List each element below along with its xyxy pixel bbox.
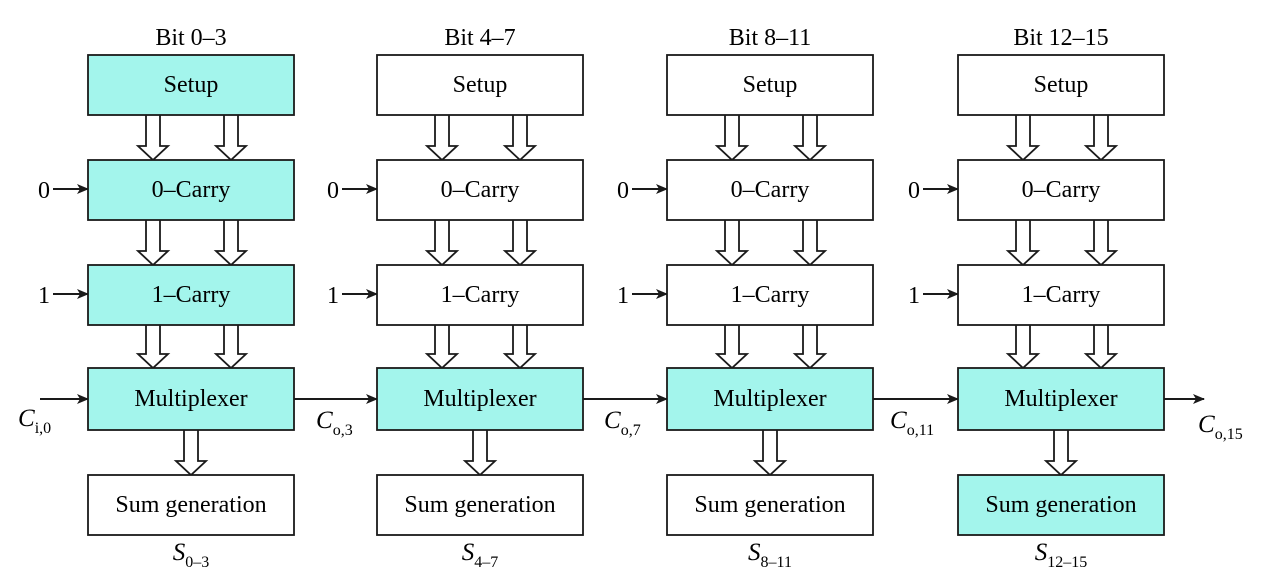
carry1-to-mux-arrow xyxy=(714,325,750,370)
carry0-to-carry1-arrow xyxy=(502,220,538,267)
multiplexer-label: Multiplexer xyxy=(713,386,826,412)
multiplexer-box xyxy=(957,367,1165,431)
sum-output-label: S0–3 xyxy=(173,539,210,571)
carry1-label: 1–Carry xyxy=(152,282,231,308)
carry1-label: 1–Carry xyxy=(731,282,810,308)
sum-generation-box xyxy=(666,474,874,536)
sum-output-label: S8–11 xyxy=(748,539,792,571)
carry1-box xyxy=(666,264,874,326)
carry1-to-mux-arrow xyxy=(135,325,171,370)
multiplexer-label: Multiplexer xyxy=(134,386,247,412)
carry-label: Co,7 xyxy=(604,407,641,439)
setup-label: Setup xyxy=(1034,72,1089,98)
sum-generation-box xyxy=(87,474,295,536)
sum-generation-box xyxy=(957,474,1165,536)
carry1-to-mux-arrow xyxy=(213,325,249,370)
carry0-box xyxy=(87,159,295,221)
carry-label: Co,11 xyxy=(890,407,934,439)
carry1-to-mux-arrow xyxy=(1005,325,1041,370)
setup-to-carry0-arrow xyxy=(502,115,538,162)
mux-to-sum-arrow xyxy=(752,430,788,477)
carry1-input-label: 1 xyxy=(908,283,920,309)
multiplexer-box xyxy=(87,367,295,431)
setup-box xyxy=(376,54,584,116)
carry1-to-mux-arrow xyxy=(1083,325,1119,370)
sum-generation-label: Sum generation xyxy=(694,492,845,518)
multiplexer-label: Multiplexer xyxy=(423,386,536,412)
carry0-to-carry1-arrow xyxy=(1083,220,1119,267)
setup-to-carry0-arrow xyxy=(424,115,460,162)
carry1-label: 1–Carry xyxy=(1022,282,1101,308)
multiplexer-box xyxy=(376,367,584,431)
setup-to-carry0-arrow xyxy=(792,115,828,162)
setup-to-carry0-arrow xyxy=(1083,115,1119,162)
sum-generation-box xyxy=(376,474,584,536)
carry1-box xyxy=(376,264,584,326)
sum-generation-label: Sum generation xyxy=(115,492,266,518)
setup-to-carry0-arrow xyxy=(213,115,249,162)
carry0-label: 0–Carry xyxy=(152,177,231,203)
carry0-to-carry1-arrow xyxy=(714,220,750,267)
carry1-input-label: 1 xyxy=(327,283,339,309)
sum-output-label: S12–15 xyxy=(1035,539,1088,571)
carry1-to-mux-arrow xyxy=(424,325,460,370)
sum-output-label: S4–7 xyxy=(462,539,499,571)
carry0-input-label: 0 xyxy=(327,178,339,204)
carry-label: Ci,0 xyxy=(18,405,51,437)
block-title: Bit 12–15 xyxy=(1013,25,1108,51)
setup-box xyxy=(666,54,874,116)
setup-to-carry0-arrow xyxy=(135,115,171,162)
carry0-input-label: 0 xyxy=(617,178,629,204)
carry-label: Co,3 xyxy=(316,407,353,439)
carry1-to-mux-arrow xyxy=(792,325,828,370)
mux-to-sum-arrow xyxy=(1043,430,1079,477)
carry0-box xyxy=(666,159,874,221)
carry-label: Co,15 xyxy=(1198,411,1243,443)
carry0-label: 0–Carry xyxy=(1022,177,1101,203)
carry1-input-label: 1 xyxy=(617,283,629,309)
setup-to-carry0-arrow xyxy=(1005,115,1041,162)
sum-generation-label: Sum generation xyxy=(985,492,1136,518)
setup-box xyxy=(957,54,1165,116)
carry1-input-label: 1 xyxy=(38,283,50,309)
mux-to-sum-arrow xyxy=(173,430,209,477)
setup-label: Setup xyxy=(743,72,798,98)
carry0-to-carry1-arrow xyxy=(1005,220,1041,267)
carry0-to-carry1-arrow xyxy=(135,220,171,267)
setup-box xyxy=(87,54,295,116)
block-title: Bit 4–7 xyxy=(444,25,515,51)
block-title: Bit 0–3 xyxy=(155,25,226,51)
carry0-input-label: 0 xyxy=(38,178,50,204)
carry0-to-carry1-arrow xyxy=(424,220,460,267)
carry1-box xyxy=(87,264,295,326)
setup-label: Setup xyxy=(164,72,219,98)
carry0-box xyxy=(376,159,584,221)
carry0-input-label: 0 xyxy=(908,178,920,204)
carry1-label: 1–Carry xyxy=(441,282,520,308)
mux-to-sum-arrow xyxy=(462,430,498,477)
carry0-label: 0–Carry xyxy=(441,177,520,203)
carry0-to-carry1-arrow xyxy=(792,220,828,267)
block-title: Bit 8–11 xyxy=(729,25,811,51)
carry1-box xyxy=(957,264,1165,326)
sum-generation-label: Sum generation xyxy=(404,492,555,518)
setup-label: Setup xyxy=(453,72,508,98)
carry0-to-carry1-arrow xyxy=(213,220,249,267)
carry1-to-mux-arrow xyxy=(502,325,538,370)
setup-to-carry0-arrow xyxy=(714,115,750,162)
carry0-box xyxy=(957,159,1165,221)
multiplexer-label: Multiplexer xyxy=(1004,386,1117,412)
carry0-label: 0–Carry xyxy=(731,177,810,203)
multiplexer-box xyxy=(666,367,874,431)
